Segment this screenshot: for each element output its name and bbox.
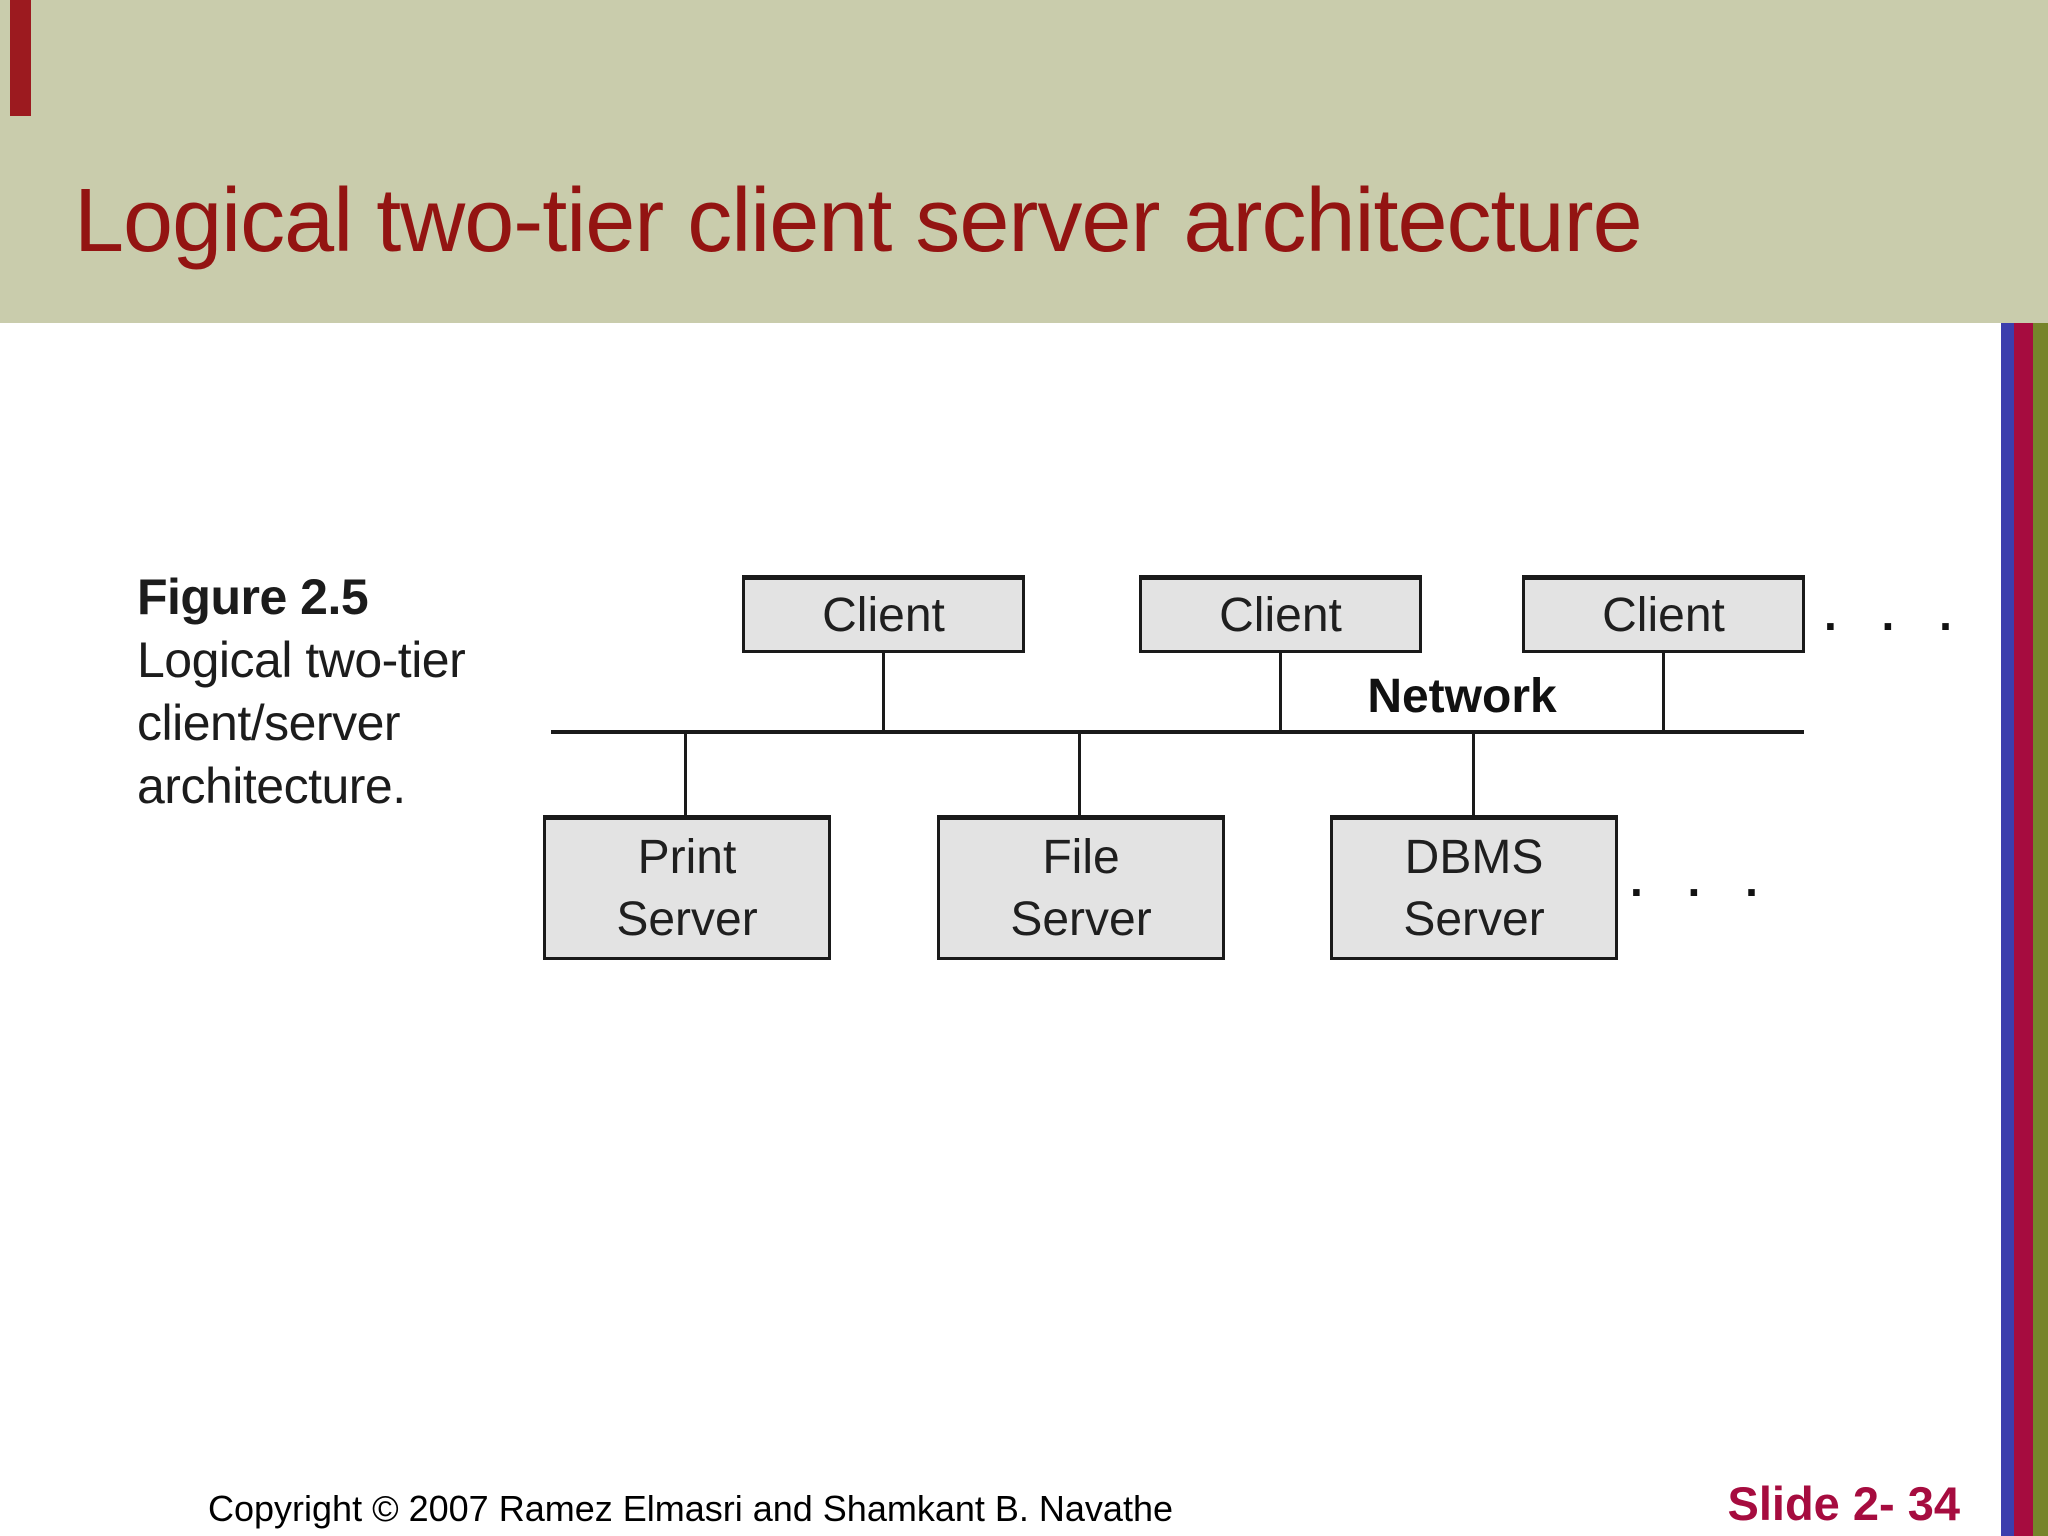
clients-ellipsis: . . . xyxy=(1824,588,1968,640)
figure-caption-line: Logical two-tier xyxy=(137,632,466,688)
right-stripe-crimson xyxy=(2014,323,2033,1536)
right-stripe-blue xyxy=(2001,323,2014,1536)
client-box-2: Client xyxy=(1139,575,1422,653)
print-server-label-line1: Print xyxy=(637,830,737,884)
client-box-3-label: Client xyxy=(1602,588,1725,642)
figure-caption-line: architecture. xyxy=(137,758,406,814)
client-box-1-label: Client xyxy=(822,588,945,642)
dbms-server-label-line2: Server xyxy=(1403,892,1545,946)
client-box-1: Client xyxy=(742,575,1025,653)
file-server-box: File Server xyxy=(937,815,1225,960)
print-server-box: Print Server xyxy=(543,815,831,960)
dbms-server-box: DBMS Server xyxy=(1330,815,1618,960)
right-stripe-olive xyxy=(2033,323,2048,1536)
dbms-server-label-line1: DBMS xyxy=(1404,830,1544,884)
client-1-connector-line xyxy=(882,653,885,733)
slide-number: Slide 2- 34 xyxy=(1727,1477,1961,1530)
file-server-label-line1: File xyxy=(1042,830,1120,884)
servers-ellipsis: . . . xyxy=(1630,854,1774,906)
dbms-server-connector-line xyxy=(1472,734,1475,815)
figure-caption-line: client/server xyxy=(137,695,401,751)
figure-caption: Figure 2.5 Logical two-tier client/serve… xyxy=(137,566,466,818)
copyright-text: Copyright © 2007 Ramez Elmasri and Shamk… xyxy=(208,1488,1173,1529)
print-server-label-line2: Server xyxy=(616,892,758,946)
client-box-2-label: Client xyxy=(1219,588,1342,642)
client-2-connector-line xyxy=(1279,653,1282,733)
file-server-connector-line xyxy=(1078,734,1081,815)
print-server-connector-line xyxy=(684,734,687,815)
network-bus-line xyxy=(551,730,1804,734)
client-box-3: Client xyxy=(1522,575,1805,653)
figure-caption-label: Figure 2.5 xyxy=(137,569,369,625)
file-server-label-line2: Server xyxy=(1010,892,1152,946)
header-band xyxy=(0,0,2048,323)
slide-title: Logical two-tier client server architect… xyxy=(74,171,1643,271)
client-3-connector-line xyxy=(1662,653,1665,733)
red-accent-bar xyxy=(10,0,31,116)
network-label: Network xyxy=(1367,670,1557,723)
